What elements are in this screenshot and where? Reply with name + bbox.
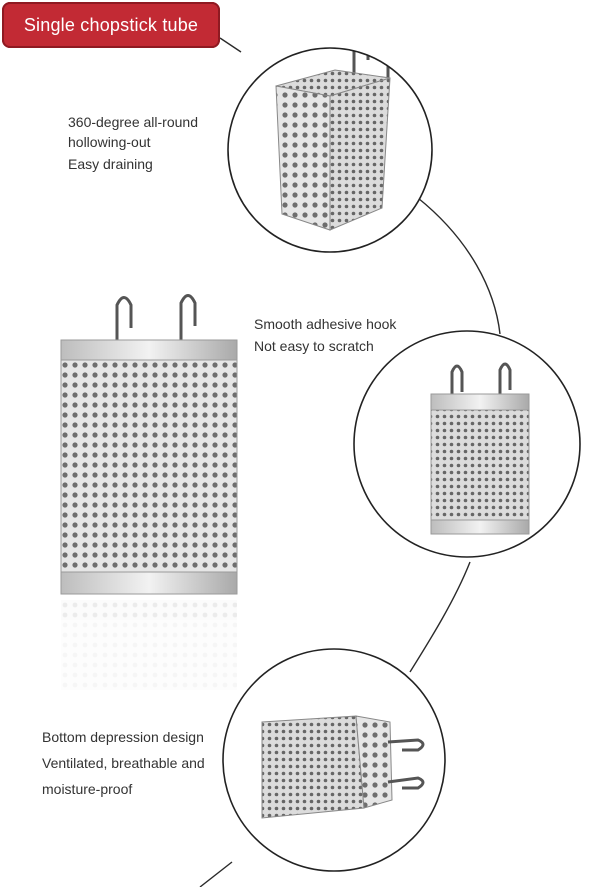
hook-left	[115, 296, 133, 345]
feature-line: Bottom depression design	[42, 729, 204, 745]
tube-front-face	[275, 85, 331, 231]
feature-callout-hollowing: 360-degree all-round hollowing-out Easy …	[68, 112, 198, 174]
reflection-fade	[55, 620, 245, 700]
title-badge: Single chopstick tube	[2, 2, 220, 48]
tube-side-face	[355, 715, 393, 809]
hook-left	[450, 364, 464, 410]
tube-perforated-body	[60, 359, 238, 576]
feature-callout-hook: Smooth adhesive hook Not easy to scratch	[254, 314, 396, 356]
feature-line: 360-degree all-round	[68, 114, 198, 130]
hook-upper	[387, 738, 425, 752]
feature-line: Smooth adhesive hook	[254, 316, 397, 332]
hook-right	[179, 294, 197, 345]
feature-callout-bottom: Bottom depression design Ventilated, bre…	[42, 724, 205, 802]
feature-line: Not easy to scratch	[254, 338, 374, 354]
title-badge-label: Single chopstick tube	[23, 14, 199, 35]
detail-circle-hollowing	[227, 47, 433, 253]
tube-bottom-rim	[430, 519, 530, 535]
connector-circle-3-to-edge	[199, 861, 233, 887]
feature-line: hollowing-out	[68, 134, 151, 150]
hook-lower	[387, 776, 425, 790]
connector-circle-1-to-circle-2	[417, 197, 501, 335]
connector-circle-2-to-circle-3	[409, 561, 471, 673]
connector-badge-to-circle-1	[219, 37, 242, 53]
tube-bottom-rim	[60, 571, 238, 595]
tube-top-rim	[60, 339, 238, 363]
tube-perforated-body	[430, 409, 530, 523]
tube-top-rim	[430, 393, 530, 411]
feature-line: Ventilated, breathable and	[42, 755, 205, 771]
connector-lines	[199, 37, 501, 887]
tube-bottom-face	[261, 715, 365, 819]
feature-line: Easy draining	[68, 156, 153, 172]
hook-right	[498, 362, 512, 410]
tube-side-face	[329, 77, 391, 231]
main-product-image	[55, 294, 245, 700]
detail-circle-hook	[353, 330, 581, 558]
feature-line: moisture-proof	[42, 781, 133, 797]
detail-circle-bottom	[222, 648, 446, 872]
